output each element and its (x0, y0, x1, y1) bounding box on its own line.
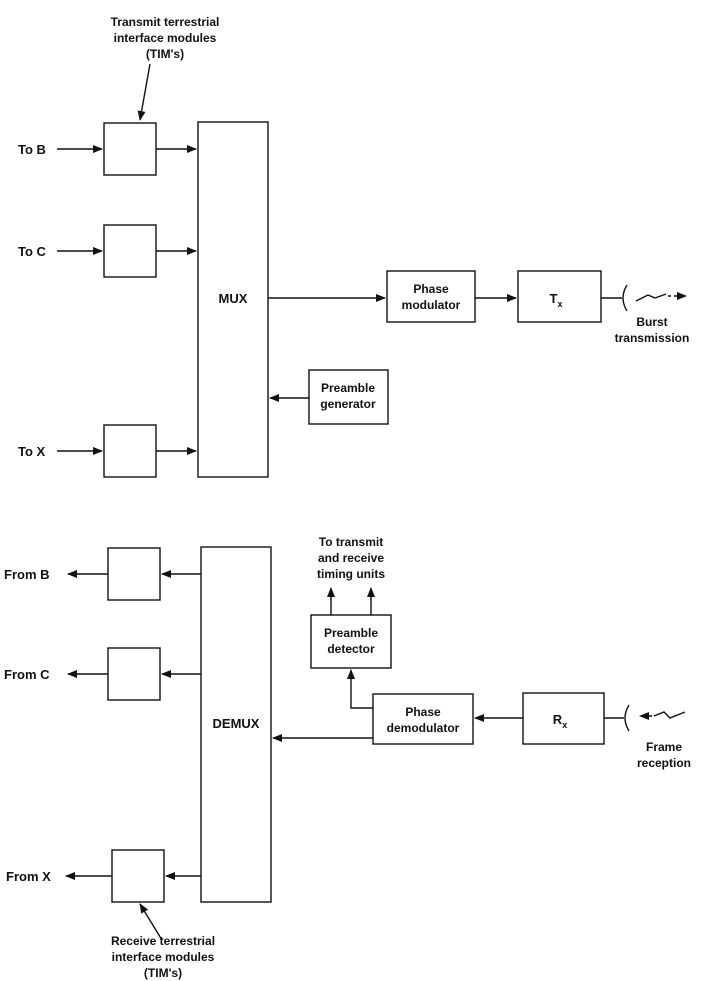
receive-tim-box-b (107, 547, 161, 601)
output-label-x: From X (6, 869, 51, 884)
svg-text:generator: generator (320, 397, 376, 411)
tx-box (517, 270, 602, 323)
mux-block (197, 121, 269, 478)
receive-tim-box-x (111, 849, 165, 903)
svg-text:Preamble: Preamble (321, 381, 375, 395)
svg-text:Transmit terrestrial: Transmit terrestrial (111, 15, 220, 29)
svg-text:and receive: and receive (318, 551, 384, 565)
svg-text:Phase: Phase (405, 705, 441, 719)
transmit-tim-box-b (103, 122, 157, 176)
svg-text:Preamble: Preamble (324, 626, 378, 640)
svg-text:Frame: Frame (646, 740, 682, 754)
svg-text:modulator: modulator (402, 298, 461, 312)
frame-reception-caption: Frame reception (637, 740, 691, 770)
preamble-detector-box (310, 614, 392, 669)
svg-text:reception: reception (637, 756, 691, 770)
demux-block (200, 546, 272, 903)
receive-caption-pointer (139, 903, 163, 941)
svg-text:(TIM's): (TIM's) (144, 966, 182, 980)
mux-label: MUX (219, 291, 248, 306)
demux-label: DEMUX (213, 716, 260, 731)
input-label-b: To B (18, 142, 46, 157)
svg-text:interface modules: interface modules (114, 31, 217, 45)
frame-signal-icon (653, 711, 686, 719)
svg-text:Phase: Phase (413, 282, 449, 296)
svg-text:interface modules: interface modules (112, 950, 215, 964)
receive-tim-box-c (107, 647, 161, 701)
transmit-tim-box-x (103, 424, 157, 478)
phase-modulator-label: Phase modulator (402, 282, 461, 312)
svg-text:demodulator: demodulator (387, 721, 460, 735)
svg-text:detector: detector (327, 642, 375, 656)
transmit-tim-caption: Transmit terrestrial interface modules (… (111, 15, 220, 61)
phase-modulator-box (386, 270, 476, 323)
svg-text:Receive terrestrial: Receive terrestrial (111, 934, 215, 948)
svg-text:transmission: transmission (615, 331, 690, 345)
phase-demodulator-label: Phase demodulator (387, 705, 460, 735)
transmit-tim-box-c (103, 224, 157, 278)
timing-units-caption: To transmit and receive timing units (317, 535, 385, 581)
svg-text:(TIM's): (TIM's) (146, 47, 184, 61)
rx-label: Rx (553, 712, 567, 730)
burst-signal-icon (635, 293, 667, 302)
transmit-antenna-icon (622, 284, 628, 312)
preamble-detector-label: Preamble detector (324, 626, 378, 656)
input-label-c: To C (18, 244, 47, 259)
output-label-b: From B (4, 567, 50, 582)
transmit-caption-pointer (137, 63, 151, 121)
svg-text:Burst: Burst (636, 315, 667, 329)
burst-transmission-caption: Burst transmission (615, 315, 690, 345)
phase-demodulator-box (372, 693, 474, 745)
svg-text:To transmit: To transmit (319, 535, 383, 549)
tx-label: Tx (550, 291, 563, 309)
output-label-c: From C (4, 667, 50, 682)
receive-antenna-icon (624, 704, 630, 732)
svg-text:timing units: timing units (317, 567, 385, 581)
receive-tim-caption: Receive terrestrial interface modules (T… (111, 934, 215, 980)
demodulator-to-detector-arrow (347, 669, 373, 709)
preamble-generator-box (308, 369, 389, 425)
rx-box (522, 692, 605, 745)
input-label-x: To X (18, 444, 46, 459)
preamble-generator-label: Preamble generator (320, 381, 376, 411)
